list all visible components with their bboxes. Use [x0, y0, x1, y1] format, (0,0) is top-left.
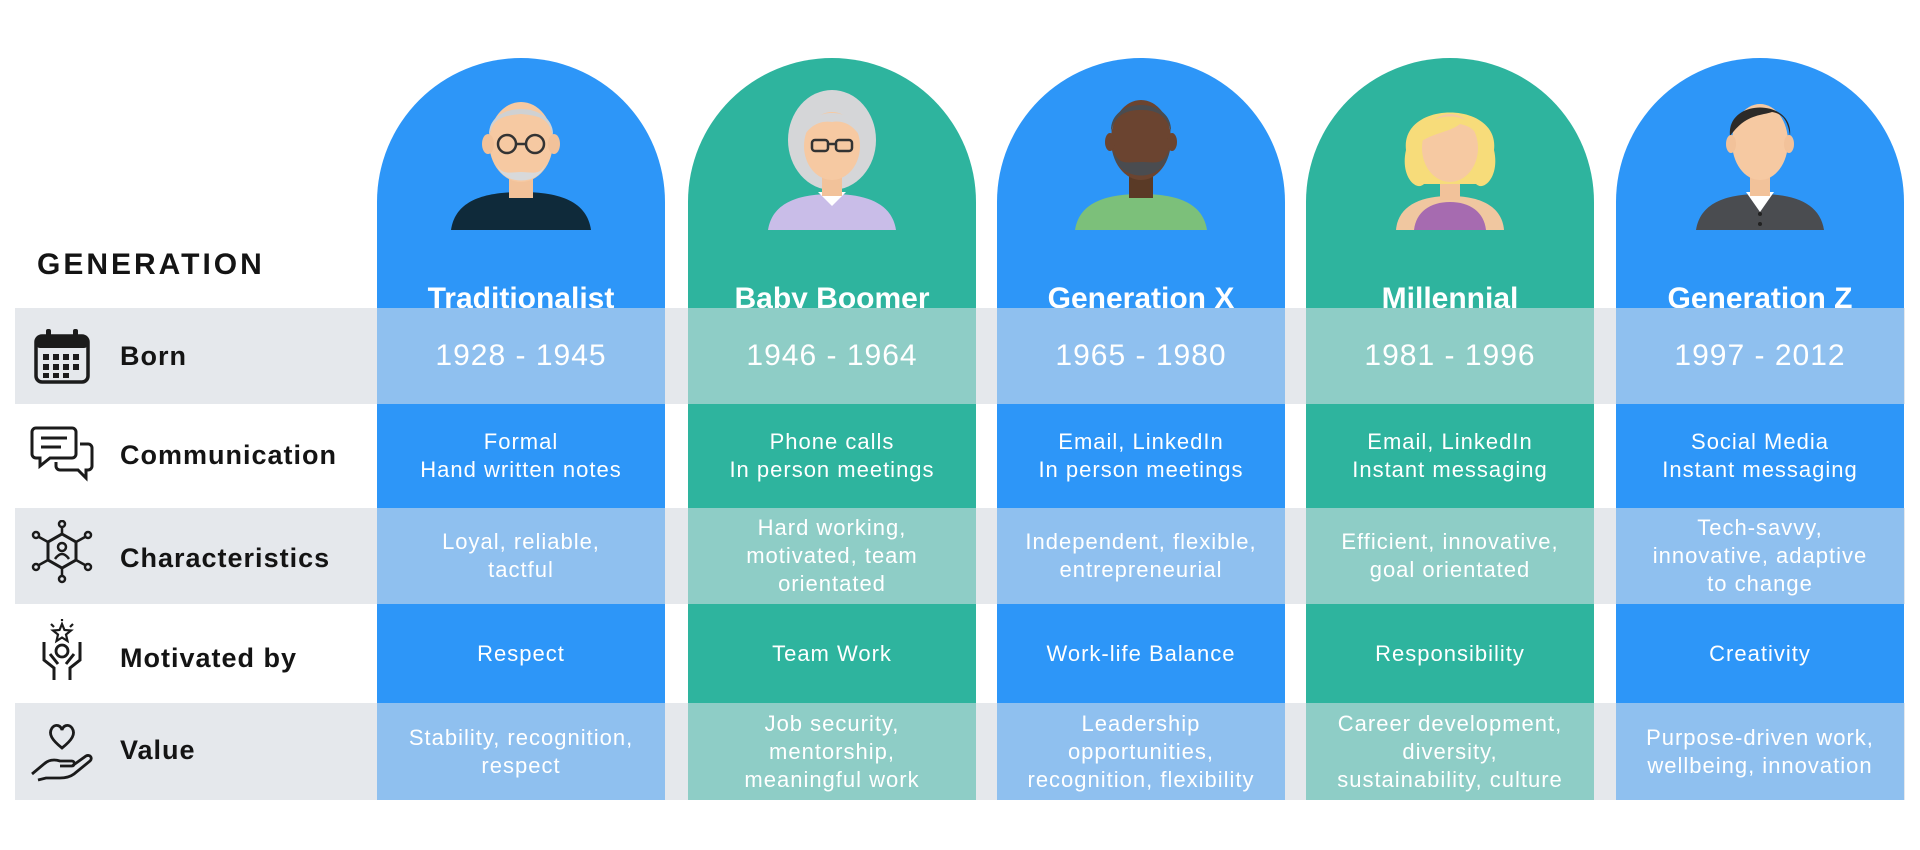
- cell-motivated-by: Work-life Balance: [997, 604, 1285, 703]
- cell-characteristics: Independent, flexible, entrepreneurial: [997, 508, 1285, 604]
- column-baby-boomer: Baby Boomer 1946 - 1964 Phone calls In p…: [688, 58, 976, 800]
- cell-born: 1946 - 1964: [688, 308, 976, 404]
- cell-characteristics: Tech-savvy, innovative, adaptive to chan…: [1616, 508, 1904, 604]
- cell-value: Job security, mentorship, meaningful wor…: [688, 703, 976, 800]
- cell-motivated-by: Responsibility: [1306, 604, 1594, 703]
- cell-born: 1981 - 1996: [1306, 308, 1594, 404]
- column-generation-z: Generation Z 1997 - 2012 Social Media In…: [1616, 58, 1904, 800]
- cell-communication: Social Media Instant messaging: [1616, 404, 1904, 508]
- cell-motivated-by: Creativity: [1616, 604, 1904, 703]
- bearded-man-avatar: [1075, 100, 1207, 230]
- chat-bubbles-icon: [30, 426, 94, 482]
- row-label-value: Value: [120, 734, 196, 765]
- cell-motivated-by: Team Work: [688, 604, 976, 703]
- calendar-icon: [34, 329, 90, 384]
- row-label-motivated-by: Motivated by: [120, 642, 298, 673]
- generation-header: GENERATION: [37, 248, 265, 281]
- row-label-characteristics: Characteristics: [120, 542, 331, 573]
- young-man-suit-avatar: [1696, 104, 1824, 230]
- cell-value: Career development, diversity, sustainab…: [1306, 703, 1594, 800]
- cell-communication: Formal Hand written notes: [377, 404, 665, 508]
- row-label-communication: Communication: [120, 439, 338, 470]
- elderly-man-glasses-avatar: [451, 102, 591, 230]
- elderly-woman-glasses-avatar: [768, 90, 896, 230]
- cell-born: 1928 - 1945: [377, 308, 665, 404]
- row-label-born: Born: [120, 340, 187, 371]
- cell-communication: Phone calls In person meetings: [688, 404, 976, 508]
- cell-born: 1997 - 2012: [1616, 308, 1904, 404]
- cell-characteristics: Hard working, motivated, team orientated: [688, 508, 976, 604]
- column-generation-x: Generation X 1965 - 1980 Email, LinkedIn…: [997, 58, 1285, 800]
- cell-communication: Email, LinkedIn In person meetings: [997, 404, 1285, 508]
- cell-characteristics: Efficient, innovative, goal orientated: [1306, 508, 1594, 604]
- cell-communication: Email, LinkedIn Instant messaging: [1306, 404, 1594, 508]
- cell-value: Stability, recognition, respect: [377, 703, 665, 800]
- cell-motivated-by: Respect: [377, 604, 665, 703]
- column-millennial: Millennial 1981 - 1996 Email, LinkedIn I…: [1306, 58, 1594, 800]
- heart-in-hand-icon: [31, 723, 93, 782]
- cell-value: Purpose-driven work, wellbeing, innovati…: [1616, 703, 1904, 800]
- cell-born: 1965 - 1980: [997, 308, 1285, 404]
- network-person-icon: [31, 520, 93, 584]
- blonde-woman-avatar: [1396, 112, 1504, 230]
- cell-characteristics: Loyal, reliable, tactful: [377, 508, 665, 604]
- column-traditionalist: Traditionalist 1928 - 1945 Formal Hand w…: [377, 58, 665, 800]
- raised-hands-star-icon: [42, 619, 82, 680]
- cell-value: Leadership opportunities, recognition, f…: [997, 703, 1285, 800]
